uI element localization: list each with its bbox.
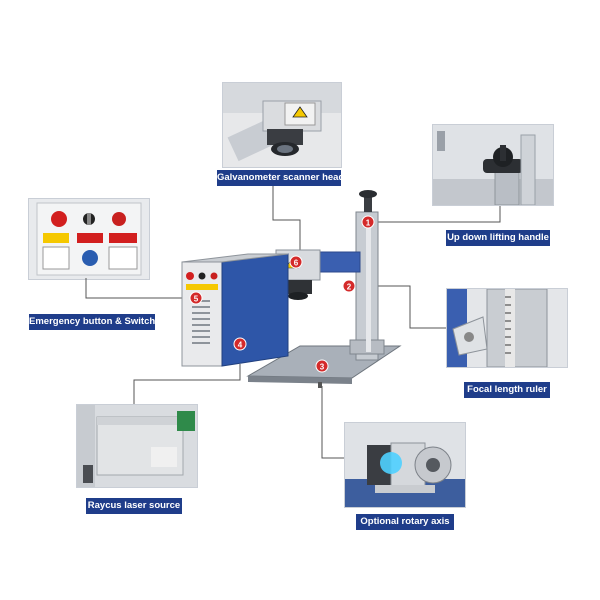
- emergency-panel-photo: [28, 198, 150, 280]
- svg-text:6: 6: [294, 259, 299, 268]
- label-galvanometer-scanner-head: Galvanometer scanner head: [217, 170, 344, 186]
- svg-text:4: 4: [238, 341, 243, 350]
- svg-text:2: 2: [347, 283, 352, 292]
- marker-1: 1: [361, 215, 375, 229]
- marker-3: 3: [315, 359, 329, 373]
- label-up-down-lifting-handle: Up down lifting handle: [446, 230, 550, 246]
- rotary-axis-photo: [344, 422, 466, 508]
- label-raycus-laser-source: Raycus laser source: [86, 498, 182, 514]
- svg-text:1: 1: [366, 219, 371, 228]
- label-emergency-button-switches: Emergency button & Switches: [29, 314, 166, 330]
- label-optional-rotary-axis: Optional rotary axis: [356, 514, 454, 530]
- marker-5: 5: [189, 291, 203, 305]
- galvo-head-photo: [222, 82, 342, 168]
- lifting-handle-photo: [432, 124, 554, 206]
- marker-2: 2: [342, 279, 356, 293]
- svg-text:5: 5: [194, 295, 199, 304]
- label-focal-length-ruler: Focal length ruler: [464, 382, 550, 398]
- marker-4: 4: [233, 337, 247, 351]
- laser-source-photo: [76, 404, 198, 488]
- marker-6: 6: [289, 255, 303, 269]
- svg-text:3: 3: [320, 363, 325, 372]
- focal-ruler-photo: [446, 288, 568, 368]
